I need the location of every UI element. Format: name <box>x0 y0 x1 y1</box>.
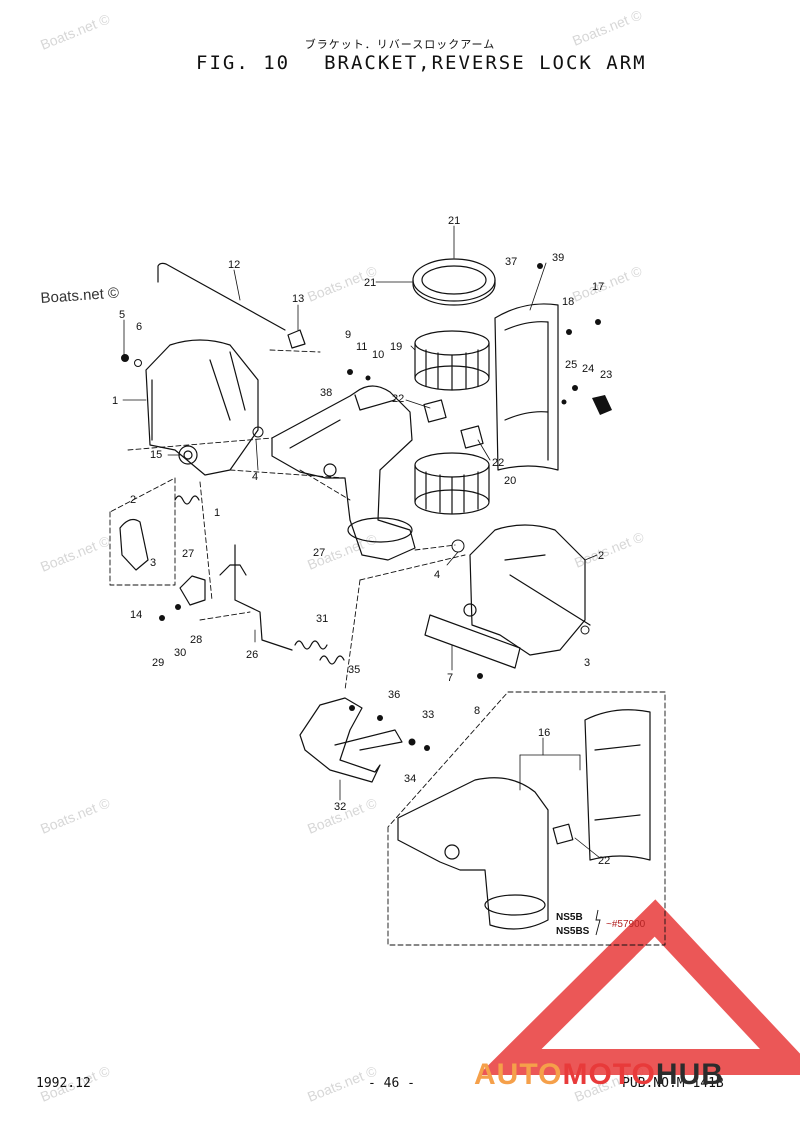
callout-label: 4 <box>434 569 440 581</box>
brand-triangle-logo <box>478 899 800 1075</box>
figure-title: FIG. 10 BRACKET,REVERSE LOCK ARM <box>196 52 647 74</box>
callout-label: 6 <box>136 321 142 333</box>
callout-label: 1 <box>112 395 118 407</box>
swivel-bracket <box>271 385 416 561</box>
callout-label: 31 <box>316 613 328 625</box>
ring-part <box>412 258 496 306</box>
reverse-lock-arm <box>299 697 403 783</box>
callout-label: 22 <box>492 457 504 469</box>
brand-word-moto: MOTO <box>562 1058 656 1091</box>
callout-label: 9 <box>345 329 351 341</box>
callout-label: 38 <box>320 387 332 399</box>
callout-label: 32 <box>334 801 346 813</box>
callout-label: 34 <box>404 773 416 785</box>
callout-label: 10 <box>372 349 384 361</box>
callout-label: 36 <box>388 689 400 701</box>
callout-label: 13 <box>292 293 304 305</box>
callout-label: 39 <box>552 252 564 264</box>
bearing-lower <box>414 452 490 515</box>
callout-label: 27 <box>182 548 194 560</box>
footer-date: 1992.12 <box>36 1076 91 1091</box>
callout-label: 35 <box>348 664 360 676</box>
callout-label: 4 <box>252 471 258 483</box>
model-label: NS5B <box>556 912 583 923</box>
callout-label: 33 <box>422 709 434 721</box>
brand-word-auto: AUTO <box>474 1058 563 1091</box>
callout-label: 5 <box>119 309 125 321</box>
callout-label: 22 <box>392 393 404 405</box>
callout-label: 3 <box>150 557 156 569</box>
figure-title-english: BRACKET,REVERSE LOCK ARM <box>324 52 647 74</box>
serial-range: ~#57900 <box>606 919 646 930</box>
callout-label: 22 <box>598 855 610 867</box>
callout-label: 12 <box>228 259 240 271</box>
publication-number: PUB.NO.M-141B <box>622 1076 724 1091</box>
swivel-liner <box>494 303 559 471</box>
callout-label: 1 <box>214 507 220 519</box>
reverse-lock-rod <box>157 262 286 331</box>
brand-logo: AUTOMOTOHUB <box>474 1058 724 1092</box>
callout-label: 3 <box>584 657 590 669</box>
callout-label: 7 <box>447 672 453 684</box>
callout-label: 37 <box>505 256 517 268</box>
callout-label: 30 <box>174 647 186 659</box>
callout-label: 28 <box>190 634 202 646</box>
callout-label: 14 <box>130 609 142 621</box>
callout-label: 18 <box>562 296 574 308</box>
inset-assembly <box>397 709 651 930</box>
page-number: - 46 - <box>368 1076 415 1091</box>
callout-label: 25 <box>565 359 577 371</box>
model-label: NS5BS <box>556 926 590 937</box>
callout-label: 2 <box>130 494 136 506</box>
callout-label: 21 <box>364 277 376 289</box>
clamp-bracket-right <box>463 524 591 656</box>
brand-word-hub: HUB <box>655 1058 724 1091</box>
bearing-upper <box>414 330 490 391</box>
callout-label: 15 <box>150 449 162 461</box>
callout-label: 19 <box>390 341 402 353</box>
callout-label: 27 <box>313 547 325 559</box>
callout-label: 11 <box>356 341 367 353</box>
figure-number: FIG. 10 <box>196 52 291 74</box>
callout-label: 26 <box>246 649 258 661</box>
callout-label: 23 <box>600 369 612 381</box>
callout-label: 21 <box>448 215 460 227</box>
callout-label: 20 <box>504 475 516 487</box>
callout-label: 17 <box>592 281 604 293</box>
callout-label: 2 <box>598 550 604 562</box>
callout-label: 8 <box>474 705 480 717</box>
callout-label: 16 <box>538 727 550 739</box>
callout-label: 29 <box>152 657 164 669</box>
callout-label: 24 <box>582 363 594 375</box>
figure-title-japanese: ブラケット．リバースロックアーム <box>304 38 496 51</box>
clamp-bracket-left <box>145 339 259 476</box>
